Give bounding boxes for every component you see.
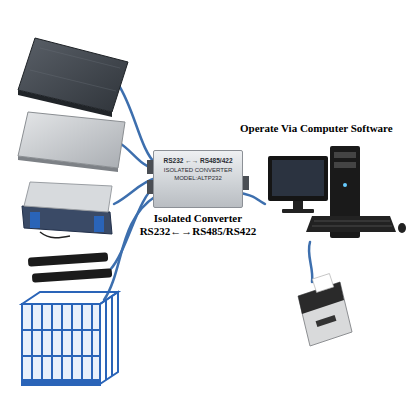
cage-scale — [22, 292, 118, 385]
bench-scale — [22, 182, 112, 238]
converter-node: RS232 ←→ RS485/422ISOLATED CONVERTERMODE… — [133, 150, 263, 238]
computer-heading: Operate Via Computer Software — [240, 122, 393, 135]
floor-scale — [18, 38, 128, 117]
converter-label: Isolated Converter RS232←→RS485/RS422 — [133, 212, 263, 238]
device-print: RS232 ←→ RS485/422 — [159, 157, 237, 166]
weigh-beams — [28, 252, 112, 283]
serial-cable — [243, 194, 265, 205]
printer — [298, 274, 352, 346]
device-print: MODEL:ALTP232 — [159, 174, 237, 182]
computer-node: Operate Via Computer Software — [240, 122, 393, 135]
device-print: ISOLATED CONVERTER — [159, 166, 237, 174]
platform-scale — [18, 112, 125, 172]
computer-unit — [265, 144, 395, 244]
computer — [268, 146, 406, 238]
converter-body: RS232 ←→ RS485/422ISOLATED CONVERTERMODE… — [153, 150, 243, 208]
